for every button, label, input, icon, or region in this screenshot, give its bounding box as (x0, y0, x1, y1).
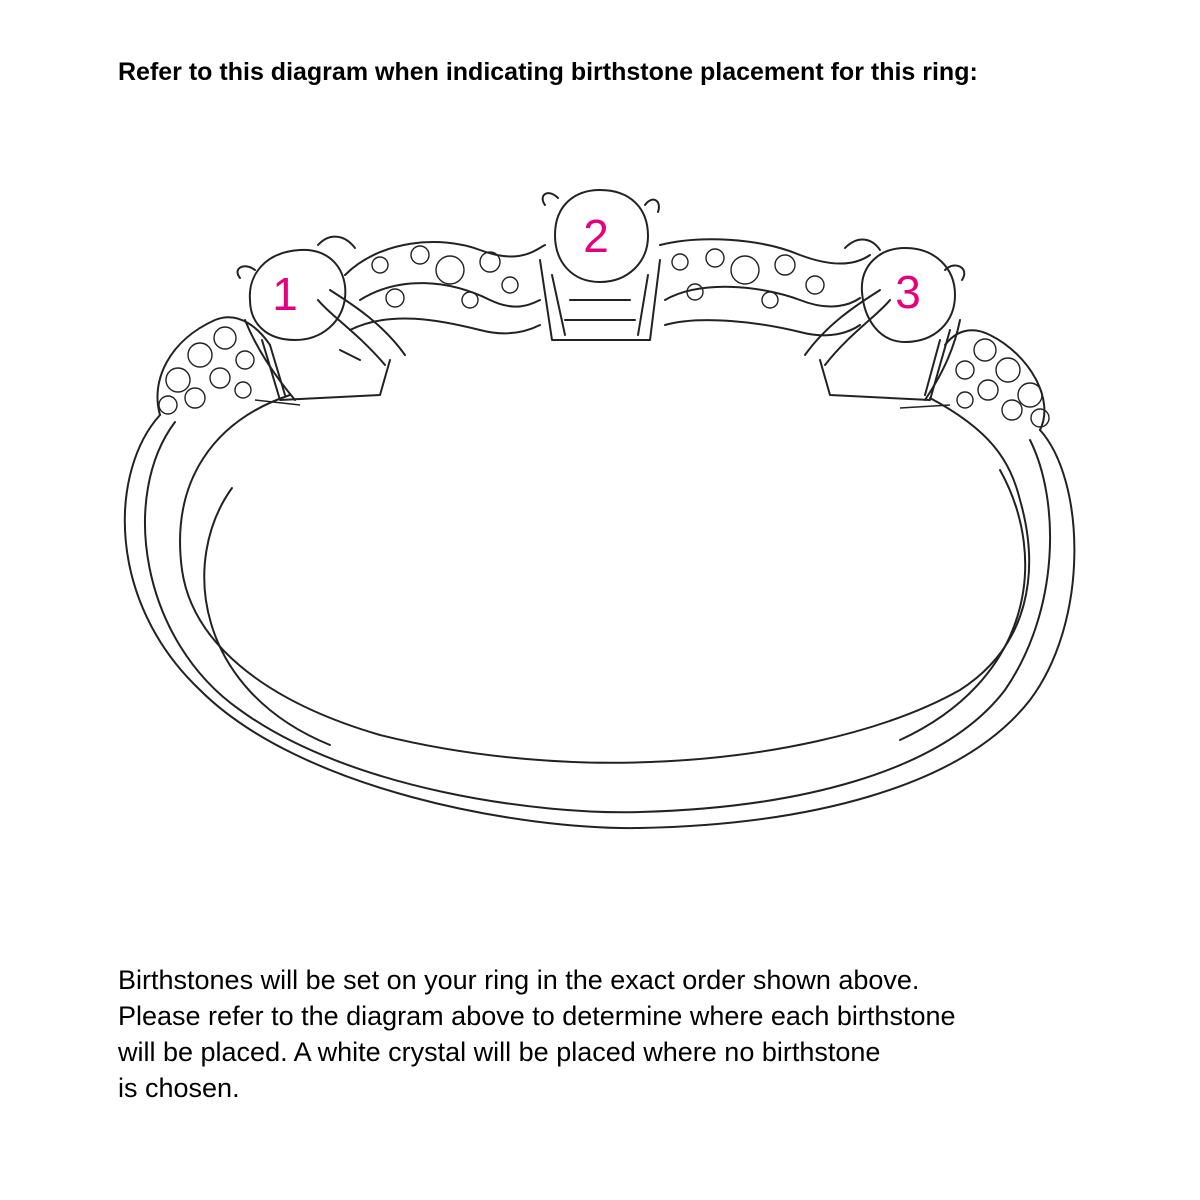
left-pave-shoulder (156, 316, 301, 416)
left-filigree (317, 235, 546, 335)
stone-label-2: 2 (583, 210, 609, 262)
stone-label-3: 3 (895, 266, 921, 318)
placement-instructions: Birthstones will be set on your ring in … (118, 962, 1118, 1106)
caption-line: will be placed. A white crystal will be … (118, 1037, 881, 1067)
stone-label-1: 1 (272, 268, 298, 320)
right-pave-shoulder (899, 329, 1050, 431)
caption-line: Please refer to the diagram above to det… (118, 1001, 956, 1031)
ring-band (123, 394, 1076, 830)
caption-line: Birthstones will be set on your ring in … (118, 965, 920, 995)
stone-setting-3 (804, 247, 966, 401)
stone-setting-2 (539, 189, 661, 341)
right-filigree (659, 238, 881, 337)
caption-line: is chosen. (118, 1073, 240, 1103)
stone-setting-1 (236, 248, 406, 401)
diagram-heading: Refer to this diagram when indicating bi… (118, 58, 978, 86)
ring-diagram: 1 2 3 (123, 189, 1076, 830)
